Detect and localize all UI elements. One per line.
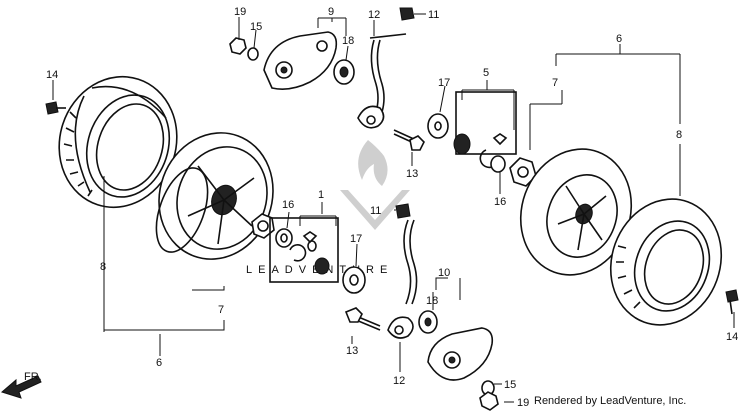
right-bolt-13 (393, 129, 425, 151)
callout-13-lower: 13 (346, 345, 358, 357)
left-hex-nut (251, 213, 275, 239)
callout-1: 1 (318, 189, 324, 201)
right-outer-tire (609, 198, 723, 326)
callout-14-right: 14 (726, 331, 738, 343)
callout-6-right: 6 (616, 33, 622, 45)
right-washer-16 (490, 155, 506, 173)
callout-12-top: 12 (368, 9, 380, 21)
lower-grip-11 (395, 203, 411, 219)
callout-13-right: 13 (406, 168, 418, 180)
left-valve-14 (45, 101, 66, 115)
callout-10: 10 (438, 267, 450, 279)
leadventure-credit: Rendered by LeadVenture, Inc. (534, 395, 687, 407)
leader-lines (52, 13, 735, 403)
callout-15-top: 15 (250, 21, 262, 33)
right-valve-14 (725, 289, 739, 315)
callout-12-lower: 12 (393, 375, 405, 387)
callout-18-top: 18 (342, 35, 354, 47)
lower-collar-18 (418, 310, 438, 334)
callout-9: 9 (328, 6, 334, 18)
lower-height-adjust-bracket (427, 327, 494, 381)
callout-8-right: 8 (676, 129, 682, 141)
callout-6-left: 6 (156, 357, 162, 369)
lower-bolt-13 (344, 307, 381, 331)
top-nut-19 (229, 37, 247, 55)
callout-18-lower: 18 (426, 295, 438, 307)
lower-nut-19 (479, 391, 499, 411)
callout-17-left: 17 (350, 233, 362, 245)
left-outer-tire (58, 75, 178, 209)
front-direction-label: FR. (24, 371, 42, 383)
callout-11-lower: 11 (370, 205, 381, 217)
right-washer-17 (427, 113, 449, 139)
left-wheel-rim (155, 132, 274, 260)
right-wheel-rim (519, 148, 633, 276)
front-direction-arrow: FR. (0, 371, 42, 399)
left-washer-17 (342, 266, 366, 294)
callout-19-top: 19 (234, 6, 246, 18)
top-washer-15 (247, 47, 259, 61)
callout-labels: 19 15 9 18 12 11 14 17 5 13 16 6 7 8 11 … (46, 6, 738, 409)
left-washer-16 (275, 228, 293, 248)
top-height-adjust-bracket (263, 31, 338, 90)
top-height-lever (357, 33, 407, 129)
callout-16-left: 16 (282, 199, 294, 211)
top-grip-11 (399, 7, 415, 21)
callout-19-lower: 19 (517, 397, 529, 409)
callout-16-right: 16 (494, 196, 506, 208)
callout-17-right: 17 (438, 77, 450, 89)
lower-height-lever (387, 219, 418, 339)
callout-14-left: 14 (46, 69, 58, 81)
callout-11-top: 11 (428, 9, 439, 21)
bearing-set-1 (269, 217, 339, 283)
callout-7-right: 7 (552, 77, 558, 89)
callout-7-left: 7 (218, 304, 224, 316)
top-collar-18 (333, 59, 355, 85)
bearing-set-5 (453, 91, 517, 169)
callout-5: 5 (483, 67, 489, 79)
callout-15-lower: 15 (504, 379, 516, 391)
callout-8-left: 8 (100, 261, 106, 273)
